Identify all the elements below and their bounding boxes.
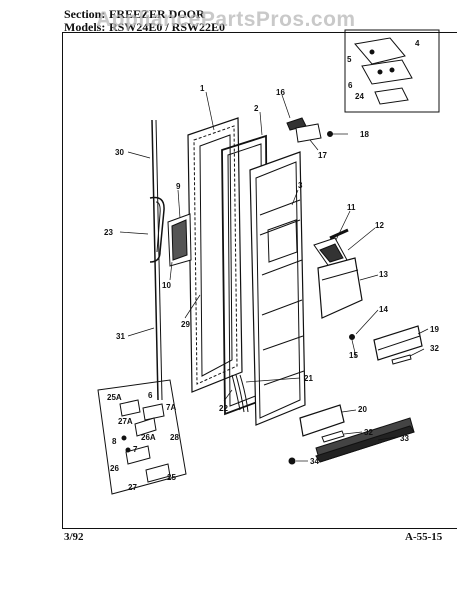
callout-23: 23 — [104, 228, 113, 237]
callout-33: 33 — [400, 434, 409, 443]
footer-date: 3/92 — [64, 531, 84, 543]
callout-30: 30 — [115, 148, 124, 157]
callout-20: 20 — [358, 405, 367, 414]
watermark: AppliancePartsPros.com — [96, 8, 356, 31]
lower-hinge-detail-box — [97, 379, 187, 495]
door-wiring — [231, 374, 249, 413]
screw-34 — [288, 457, 296, 465]
callout-inset-8: 8 — [112, 437, 117, 446]
door-panel-insert — [167, 213, 192, 267]
callout-25a: 25A — [107, 393, 122, 402]
callout-inset-6: 6 — [148, 391, 153, 400]
callout-34: 34 — [310, 457, 319, 466]
callout-21: 21 — [304, 374, 313, 383]
leader-lines — [119, 91, 429, 462]
callout-6: 6 — [348, 81, 353, 90]
callout-27a: 27A — [118, 417, 133, 426]
callout-7a: 7A — [166, 403, 176, 412]
trim-strips-32 — [321, 354, 412, 443]
callout-11: 11 — [347, 203, 356, 212]
callout-2: 2 — [254, 104, 259, 113]
callout-17: 17 — [318, 151, 327, 160]
footer-page-number: A-55-15 — [405, 531, 443, 543]
door-rod — [151, 119, 163, 401]
dispenser-chute — [313, 237, 363, 319]
callout-27: 27 — [128, 483, 137, 492]
callout-25: 25 — [167, 473, 176, 482]
section-row: Section: FREEZER DOOR — [64, 7, 205, 22]
callout-14: 14 — [379, 305, 388, 314]
block-17 — [295, 123, 322, 143]
callout-9: 9 — [176, 182, 181, 191]
shelf-bin-19 — [373, 325, 423, 361]
callout-19: 19 — [430, 325, 439, 334]
kick-plate-33 — [315, 417, 415, 463]
callout-1: 1 — [200, 84, 205, 93]
callout-4: 4 — [415, 39, 420, 48]
callout-31: 31 — [116, 332, 125, 341]
callout-13: 13 — [379, 270, 388, 279]
callout-32-lower: 32 — [364, 428, 373, 437]
models-value: RSW24E0 / RSW22E0 — [109, 20, 226, 34]
callout-29: 29 — [181, 320, 190, 329]
models-label: Models: — [64, 20, 106, 34]
models-row: Models: RSW24E0 / RSW22E0 — [64, 20, 225, 35]
door-handle — [149, 196, 165, 263]
callout-28: 28 — [170, 433, 179, 442]
callout-22: 22 — [219, 404, 228, 413]
section-label: Section: — [64, 7, 106, 21]
callout-26a: 26A — [141, 433, 156, 442]
callout-3: 3 — [298, 181, 303, 190]
callout-10: 10 — [162, 281, 171, 290]
callout-32-upper: 32 — [430, 344, 439, 353]
callout-24: 24 — [355, 92, 364, 101]
section-title: FREEZER DOOR — [109, 7, 205, 21]
door-outer-panel — [187, 117, 243, 393]
bin-20 — [299, 404, 345, 437]
fastener-15 — [349, 334, 355, 340]
diagram-frame — [62, 32, 457, 529]
callout-5: 5 — [347, 55, 352, 64]
hinge-detail-box — [344, 29, 440, 113]
callout-12: 12 — [375, 221, 384, 230]
fastener-18 — [327, 131, 333, 137]
callout-26: 26 — [110, 464, 119, 473]
callout-15: 15 — [349, 351, 358, 360]
callout-18: 18 — [360, 130, 369, 139]
callout-16: 16 — [276, 88, 285, 97]
callout-inset-7: 7 — [133, 445, 138, 454]
